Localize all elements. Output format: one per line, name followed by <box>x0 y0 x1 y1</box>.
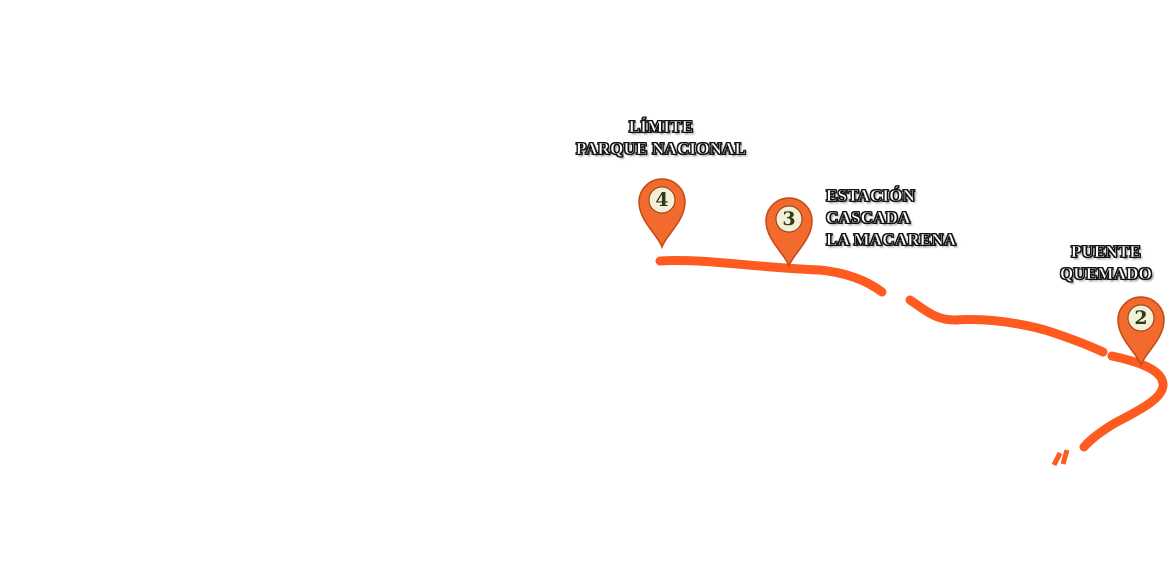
map-pin-icon <box>638 178 686 249</box>
label-line: PARQUE NACIONAL <box>575 139 747 159</box>
waypoint-label-2: PUENTE QUEMADO <box>1046 241 1166 285</box>
route-dash-a <box>1060 449 1070 465</box>
label-line: LA MACARENA <box>826 230 957 250</box>
map-pin-icon <box>1117 296 1165 367</box>
label-line: ESTACIÓN <box>826 186 916 206</box>
route-segment-2-1 <box>1079 351 1168 452</box>
label-line: QUEMADO <box>1059 264 1153 284</box>
label-line: CASCADA <box>826 208 911 228</box>
waypoint-number: 4 <box>655 189 669 211</box>
map-pin-icon <box>765 197 813 268</box>
waypoint-marker-3[interactable]: 3 <box>762 196 816 268</box>
route-segment-3-2 <box>905 295 1108 357</box>
waypoint-marker-2[interactable]: 2 <box>1114 295 1168 367</box>
label-line: PUENTE <box>1070 242 1142 262</box>
waypoint-number: 2 <box>1134 307 1148 329</box>
route-dash-b <box>1051 451 1063 467</box>
waypoint-number: 3 <box>782 208 796 230</box>
waypoint-label-3: ESTACIÓN CASCADA LA MACARENA <box>826 185 957 251</box>
route-segment-4-3 <box>655 255 887 297</box>
label-line: LÍMITE <box>628 117 694 137</box>
waypoint-marker-4[interactable]: 4 <box>635 177 689 249</box>
waypoint-label-4: LÍMITE PARQUE NACIONAL <box>555 116 767 160</box>
